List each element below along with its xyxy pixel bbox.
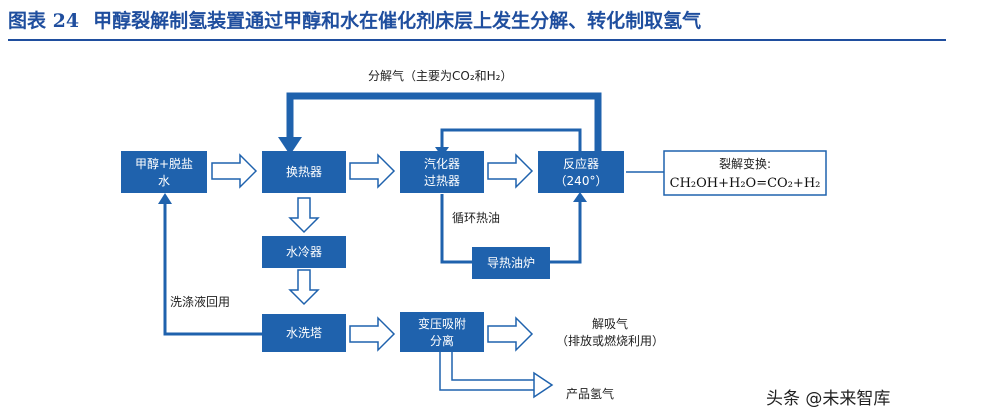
- desorb-label-line2: （排放或燃烧利用）: [556, 333, 664, 348]
- water-cooler-box: [262, 236, 346, 268]
- oil-furnace-box: [472, 247, 550, 279]
- feed-label-line1: 甲醇+脱盐: [135, 156, 193, 171]
- reactor-box: [538, 151, 624, 193]
- hot-oil-up-line: [550, 198, 582, 264]
- desorb-label-line1: 解吸气: [592, 316, 628, 331]
- figure-title: 图表 24 甲醇裂解制氢装置通过甲醇和水在催化剂床层上发生分解、转化制取氢气: [8, 6, 948, 36]
- feed-label-line2: 水: [158, 174, 170, 188]
- scrubber-label: 水洗塔: [286, 326, 322, 340]
- wash-return-arrow: [158, 193, 172, 204]
- wash-return-line: [163, 200, 262, 336]
- arrow-exchanger-to-vaporizer: [349, 153, 396, 189]
- arrow-feed-to-exchanger: [211, 153, 258, 189]
- psa-box: [400, 312, 484, 352]
- decomp-gas-loop: [286, 92, 602, 153]
- oil-furnace-label: 导热油炉: [487, 256, 535, 270]
- vaporizer-box: [400, 151, 484, 193]
- reactor-label-line1: 反应器: [563, 156, 599, 171]
- product-line-outer: [451, 352, 534, 381]
- heat-exchanger-label: 换热器: [286, 165, 322, 179]
- reaction-equation: CH₂OH+H₂O=CO₂+H₂: [670, 176, 821, 191]
- reactor-label-line2: （240°）: [555, 174, 608, 188]
- reaction-title: 裂解变换:: [719, 156, 771, 171]
- water-cooler-label: 水冷器: [286, 245, 322, 259]
- circulating-oil-label: 循环热油: [452, 211, 500, 225]
- product-line-inner: [439, 352, 534, 391]
- vaporizer-label-line1: 汽化器: [424, 156, 460, 171]
- arrow-psa-to-desorb: [487, 316, 534, 352]
- product-arrowhead: [533, 371, 554, 399]
- wash-return-label: 洗涤液回用: [170, 294, 230, 309]
- figure-caption: 甲醇裂解制氢装置通过甲醇和水在催化剂床层上发生分解、转化制取氢气: [93, 10, 702, 32]
- decomp-gas-label: 分解气（主要为CO₂和H₂）: [368, 68, 512, 83]
- title-rule: [8, 39, 946, 41]
- arrow-scrubber-to-psa: [349, 316, 396, 352]
- arrow-cooler-to-scrubber: [288, 269, 320, 306]
- hot-oil-up-arrow: [573, 192, 587, 202]
- psa-label-line1: 变压吸附: [418, 316, 466, 331]
- figure-number: 图表 24: [8, 10, 80, 32]
- feed-box: [121, 151, 207, 193]
- hot-oil-down-line: [440, 194, 472, 264]
- watermark: 头条 @未来智库: [766, 389, 891, 409]
- decomp-gas-arrowhead: [278, 137, 302, 155]
- product-label: 产品氢气: [566, 386, 614, 401]
- arrow-vaporizer-to-reactor: [487, 153, 534, 189]
- heat-exchanger-box: [262, 151, 346, 193]
- scrubber-box: [262, 314, 346, 352]
- reaction-box: [663, 150, 827, 196]
- hot-oil-return-line: [440, 128, 582, 152]
- vaporizer-label-line2: 过热器: [424, 174, 460, 188]
- psa-label-line2: 分离: [430, 333, 454, 348]
- arrow-exchanger-to-cooler: [288, 197, 320, 234]
